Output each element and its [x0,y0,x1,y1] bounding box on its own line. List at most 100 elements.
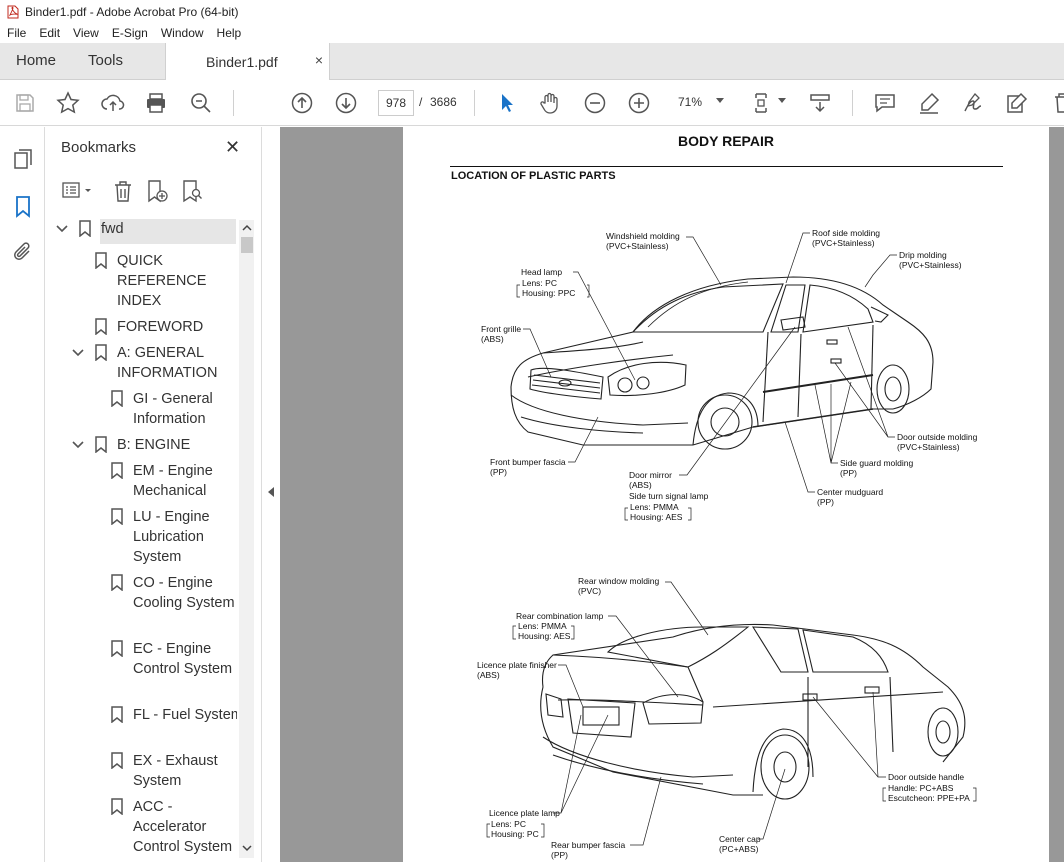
heading-rule [450,166,1003,167]
menu-edit[interactable]: Edit [39,26,61,40]
label-licence-finisher-material: (ABS) [477,670,500,680]
edit-icon[interactable] [1005,91,1029,115]
label-rear-window-molding: Rear window molding [578,576,660,586]
front-labels: Windshield molding (PVC+Stainless) Roof … [481,228,978,522]
bookmark-item[interactable]: FL - Fuel System [45,705,237,745]
label-head-lamp-housing: Housing: PPC [522,288,575,298]
tab-home[interactable]: Home [16,52,57,69]
zoom-in-icon[interactable] [627,91,651,115]
tab-tools[interactable]: Tools [88,52,124,69]
scroll-down-icon[interactable] [241,842,253,854]
sign-icon[interactable] [961,91,985,115]
bookmark-icon [111,752,123,769]
hand-icon[interactable] [538,91,562,115]
upload-icon[interactable] [101,91,125,115]
tab-close-icon[interactable]: × [314,52,323,68]
menu-window[interactable]: Window [160,26,204,40]
label-roof-side-material: (PVC+Stainless) [812,238,875,248]
delete-icon[interactable] [1048,91,1064,115]
panel-splitter[interactable] [261,127,280,862]
bookmarks-title: Bookmarks [61,139,137,156]
bookmark-item[interactable]: QUICK REFERENCE INDEX [45,251,237,311]
label-rear-combination-housing: Housing: AES [518,631,571,641]
label-rear-window-material: (PVC) [578,586,601,596]
prev-page-icon[interactable] [290,91,314,115]
select-cursor-icon[interactable] [495,91,519,115]
search-zoom-icon[interactable] [189,91,213,115]
page-thumbnails-icon[interactable] [11,147,35,171]
label-side-turn-housing: Housing: AES [630,512,683,522]
toolbar: 978 / 3686 71% [0,80,1064,126]
scroll-up-icon[interactable] [241,222,253,234]
plastic-parts-diagram: Windshield molding (PVC+Stainless) Roof … [477,228,978,860]
bookmarks-scroll-thumb[interactable] [241,237,253,253]
bookmark-label: FOREWORD [117,319,204,335]
bookmark-label: ACC - Accelerator Control System [133,799,233,855]
bookmark-item[interactable]: EC - Engine Control System [45,639,237,699]
bookmark-item[interactable]: LU - Engine Lubrication System [45,507,237,567]
chevron-down-icon[interactable] [71,346,85,360]
bookmark-item[interactable]: B: ENGINE [45,435,237,455]
delete-bookmark-icon[interactable] [111,179,135,203]
bookmark-item[interactable]: EM - Engine Mechanical [45,461,237,501]
menu-file[interactable]: File [7,26,27,40]
bookmarks-close-icon[interactable]: ✕ [225,137,241,157]
label-side-guard-material: (PP) [840,468,857,478]
label-side-guard-molding: Side guard molding [840,458,914,468]
bookmark-item[interactable]: A: GENERAL INFORMATION [45,343,237,383]
bookmark-item[interactable]: CO - Engine Cooling System [45,573,237,633]
zoom-out-icon[interactable] [583,91,607,115]
page-number-input[interactable]: 978 [378,90,414,116]
toolbar-separator [233,90,234,116]
label-drip-material: (PVC+Stainless) [899,260,962,270]
menu-bar: File Edit View E-Sign Window Help [0,23,1064,43]
zoom-level[interactable]: 71% [678,95,703,109]
zoom-dropdown-icon[interactable] [716,98,724,103]
print-icon[interactable] [144,91,168,115]
label-door-mirror-material: (ABS) [629,480,652,490]
label-head-lamp: Head lamp [521,267,562,277]
page-fit-icon[interactable] [752,91,776,115]
tab-document[interactable]: Binder1.pdf × [165,43,330,80]
attachments-icon[interactable] [11,240,35,264]
front-car-illustration [510,276,934,450]
menu-esign[interactable]: E-Sign [111,26,148,40]
comment-icon[interactable] [873,91,897,115]
collapse-panel-icon[interactable] [268,487,274,497]
tab-bar: Home Tools Binder1.pdf × [0,43,1064,80]
page-heading: BODY REPAIR [678,133,774,149]
bookmark-options-icon[interactable] [61,179,91,203]
document-viewport[interactable]: BODY REPAIR LOCATION OF PLASTIC PARTS [280,127,1064,862]
find-bookmark-icon[interactable] [180,179,204,203]
label-door-mirror: Door mirror [629,470,672,480]
bookmarks-scrollbar[interactable] [239,220,254,858]
chevron-down-icon[interactable] [55,222,69,236]
bookmarks-panel-icon[interactable] [11,194,35,218]
new-bookmark-icon[interactable] [145,179,169,203]
bookmark-item[interactable]: ACC - Accelerator Control System [45,797,237,862]
chevron-down-icon[interactable] [71,438,85,452]
menu-view[interactable]: View [73,26,99,40]
star-icon[interactable] [56,91,80,115]
bookmark-item[interactable]: GI - General Information [45,389,237,429]
toolbar-separator [474,90,475,116]
bookmark-item[interactable]: EX - Exhaust System [45,751,237,791]
next-page-icon[interactable] [334,91,358,115]
menu-help[interactable]: Help [216,26,242,40]
left-rail [0,127,45,862]
label-rear-combination-lens: Lens: PMMA [518,621,567,631]
highlight-icon[interactable] [917,91,941,115]
label-licence-plate-finisher: Licence plate finisher [477,660,557,670]
page-total: 3686 [430,95,457,109]
scroll-mode-icon[interactable] [808,91,832,115]
toolbar-separator [852,90,853,116]
label-roof-side-molding: Roof side molding [812,228,880,238]
label-rear-bumper-fascia: Rear bumper fascia [551,840,625,850]
rear-car-illustration [540,623,966,800]
save-icon[interactable] [13,91,37,115]
page-fit-dropdown-icon[interactable] [778,98,786,103]
bookmark-item[interactable]: fwd [45,219,237,244]
bookmark-label: fwd [101,221,124,237]
label-head-lamp-lens: Lens: PC [522,278,557,288]
bookmark-item[interactable]: FOREWORD [45,317,237,337]
